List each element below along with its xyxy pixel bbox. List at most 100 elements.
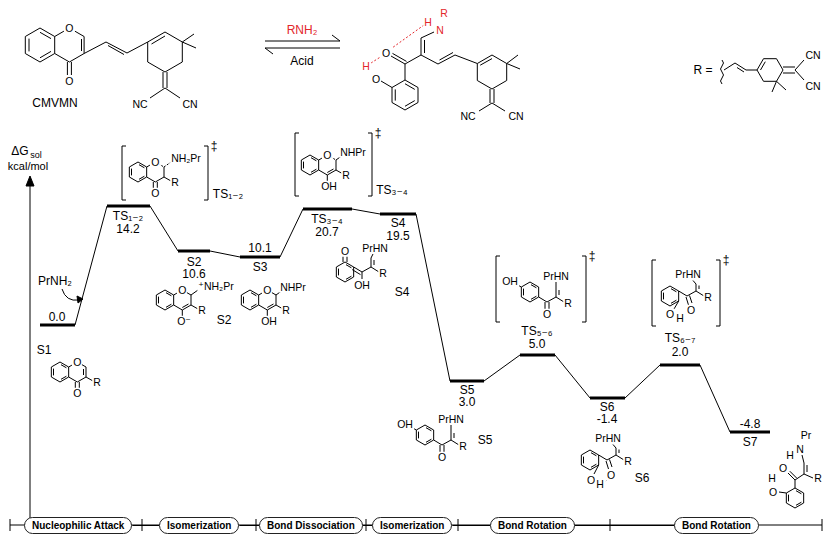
- atom-label: O: [150, 157, 160, 168]
- atom-label: O: [686, 305, 696, 316]
- text-label: Acid: [289, 55, 314, 67]
- atom-label: R: [813, 473, 823, 484]
- atom-label: O: [64, 23, 74, 34]
- text-label: CMVMN: [31, 97, 78, 109]
- unit-label: kcal/mol: [7, 161, 49, 172]
- text-label: TS₁₋₂: [112, 210, 144, 222]
- text-label: 14.2: [115, 223, 140, 235]
- text-label: 10.1: [247, 242, 272, 254]
- text-label: TS₃₋₄: [375, 184, 408, 196]
- text-label: ‡: [588, 250, 597, 262]
- text-label: TS₁₋₂: [212, 188, 244, 200]
- atom-label: O: [768, 487, 778, 498]
- atom-label: PrHN: [437, 414, 465, 425]
- atom-label: NC: [459, 111, 476, 122]
- atom-label: ⁺NH₂Pr: [197, 281, 234, 292]
- text-label: 10.6: [181, 268, 206, 280]
- atom-label: R: [170, 177, 180, 188]
- text-label: S4: [390, 217, 407, 229]
- atom-label: R: [703, 292, 713, 303]
- atom-label: NC: [131, 99, 148, 110]
- subscript-label: sol: [29, 151, 43, 160]
- text-label: TS₆₋₇: [664, 332, 697, 344]
- atom-label: PrHN: [361, 243, 389, 254]
- text-label: ‡: [722, 254, 731, 266]
- atom-label: CN: [181, 99, 198, 110]
- atom-label: H: [767, 473, 777, 484]
- atom-label: O: [322, 150, 332, 161]
- text-label: TS₅₋₆: [520, 325, 553, 337]
- atom-label: PrHN: [674, 269, 702, 280]
- atom-label: O: [177, 285, 187, 296]
- reagent-label: RNH₂: [286, 24, 319, 36]
- atom-label: O: [778, 463, 788, 474]
- stage-connector: [132, 525, 159, 526]
- text-label: 20.7: [314, 226, 339, 238]
- text-label: 2.0: [671, 346, 690, 358]
- text-label: S6: [599, 401, 616, 413]
- atom-label: H: [423, 17, 433, 28]
- atom-label: O: [340, 246, 350, 257]
- text-label: S5: [477, 434, 494, 446]
- atom-label: NHPr: [339, 147, 367, 158]
- atom-label: R: [623, 456, 633, 467]
- atom-label: R: [563, 298, 573, 309]
- atom-label: O: [262, 285, 272, 296]
- atom-label: NH₂Pr: [170, 153, 202, 164]
- text-label: PrNH₂: [37, 275, 73, 287]
- text-label: -4.8: [739, 418, 762, 430]
- atom-label: R: [439, 8, 449, 19]
- atom-label: H: [675, 313, 685, 324]
- atom-label: CN: [507, 111, 524, 122]
- atom-label: O: [72, 357, 82, 368]
- atom-label: O: [437, 452, 447, 463]
- atom-label: PrHN: [594, 433, 622, 444]
- stage-box: Bond Rotation: [490, 517, 575, 534]
- text-label: ‡: [374, 127, 383, 139]
- atom-label: H: [361, 61, 371, 72]
- atom-label: OH: [320, 181, 338, 192]
- atom-label: O: [72, 388, 82, 399]
- stage-connector: [363, 525, 372, 526]
- text-label: S5: [459, 384, 476, 396]
- atom-label: CN: [804, 81, 821, 92]
- stage-label: Isomerization: [167, 520, 231, 531]
- text-label: -1.4: [596, 413, 619, 425]
- atom-label: OH: [260, 316, 278, 327]
- stage-connector: [239, 525, 259, 526]
- atom-label: O: [665, 309, 675, 320]
- text-label: S4: [394, 286, 411, 298]
- stage-label: Bond Rotation: [682, 520, 751, 531]
- text-label: R =: [692, 64, 713, 76]
- atom-label: OH: [353, 280, 371, 291]
- atom-label: O: [150, 188, 160, 199]
- stage-box: Bond Rotation: [674, 517, 759, 534]
- text-label: S7: [742, 436, 759, 448]
- stage-connector: [575, 525, 674, 526]
- text-label: 3.0: [458, 396, 477, 408]
- atom-label: R: [92, 377, 102, 388]
- atom-label: R: [458, 441, 468, 452]
- text-label: 19.5: [385, 230, 410, 242]
- text-label: ‡: [210, 140, 219, 152]
- stage-connector: [452, 525, 490, 526]
- atom-label: O: [381, 48, 391, 59]
- stage-box: Isomerization: [372, 517, 452, 534]
- text-label: S1: [36, 344, 53, 356]
- text-label: S3: [252, 261, 269, 273]
- stage-label: Bond Rotation: [498, 520, 567, 531]
- atom-label: R: [378, 268, 388, 279]
- stage-label: Nucleophilic Attack: [32, 520, 124, 531]
- text-label: 0.0: [48, 311, 67, 323]
- atom-label: O: [542, 309, 552, 320]
- text-label: TS₃₋₄: [310, 213, 343, 225]
- stage-box: Bond Dissociation: [259, 517, 363, 534]
- stage-label: Bond Dissociation: [267, 520, 355, 531]
- atom-label: OH: [501, 276, 519, 287]
- atom-label: O⁻: [176, 316, 192, 327]
- text-label: S2: [186, 256, 203, 268]
- text-label: S2: [216, 314, 233, 326]
- atom-label: Pr: [800, 430, 813, 441]
